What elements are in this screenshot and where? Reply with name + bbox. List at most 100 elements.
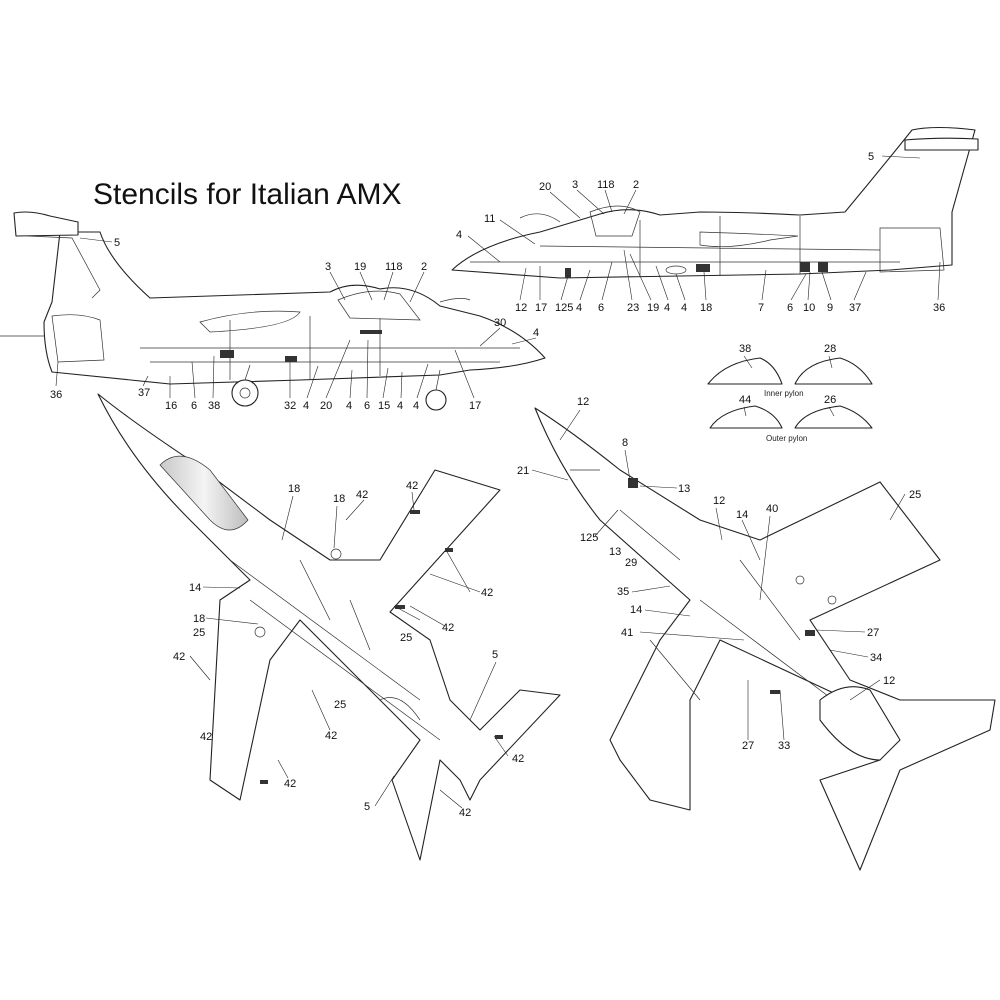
leader-line-68 bbox=[639, 485, 678, 489]
callout-leaders bbox=[55, 155, 941, 809]
leader-line-63 bbox=[439, 789, 463, 809]
callout-stbd-4b: 4 bbox=[576, 302, 582, 314]
callout-port-17: 17 bbox=[469, 400, 481, 412]
callout-stbd-18: 18 bbox=[700, 302, 712, 314]
callout-port-15: 15 bbox=[378, 400, 390, 412]
callout-port-4e: 4 bbox=[413, 400, 419, 412]
port-intake-blister bbox=[199, 310, 301, 333]
callout-port-16: 16 bbox=[165, 400, 177, 412]
starboard-stencil-block-a bbox=[565, 268, 571, 278]
leader-line-44 bbox=[743, 355, 753, 369]
leader-line-62 bbox=[493, 735, 509, 757]
callout-port-30: 30 bbox=[494, 317, 506, 329]
callout-top-5a: 5 bbox=[492, 649, 498, 661]
callout-bottom-125: 125 bbox=[580, 532, 598, 544]
callout-top-25a: 25 bbox=[193, 627, 205, 639]
leader-line-13 bbox=[306, 365, 319, 399]
callout-bottom-41: 41 bbox=[621, 627, 633, 639]
top-view bbox=[97, 393, 561, 861]
leader-line-19 bbox=[416, 363, 429, 399]
top-stencil-d bbox=[260, 780, 268, 784]
top-stencil-c bbox=[395, 605, 405, 609]
port-fin-tip bbox=[13, 211, 79, 237]
leader-line-43 bbox=[937, 261, 941, 301]
leader-line-59 bbox=[311, 689, 331, 731]
outer-pylon-caption: Outer pylon bbox=[766, 434, 807, 443]
leader-line-47 bbox=[828, 406, 835, 417]
bottom-airframe bbox=[534, 407, 996, 871]
leader-line-57 bbox=[409, 605, 446, 627]
callout-stbd-20: 20 bbox=[539, 181, 551, 193]
starboard-intake-blister bbox=[699, 231, 799, 248]
bottom-engine-bay bbox=[819, 686, 901, 761]
leader-line-40 bbox=[807, 271, 811, 301]
callout-stbd-23: 23 bbox=[627, 302, 639, 314]
leader-line-79 bbox=[849, 679, 881, 701]
leader-line-45 bbox=[828, 355, 833, 369]
callout-port-118: 118 bbox=[385, 261, 403, 273]
leader-line-37 bbox=[703, 271, 707, 301]
port-stencil-block-b bbox=[285, 356, 297, 362]
leader-line-1 bbox=[329, 271, 346, 301]
starboard-panel-lines bbox=[470, 216, 900, 276]
inner-pylon-caption: Inner pylon bbox=[764, 389, 804, 398]
leader-line-52 bbox=[202, 586, 241, 589]
leader-line-8 bbox=[142, 375, 149, 387]
bottom-stencil-a bbox=[628, 478, 638, 488]
callout-bottom-27a: 27 bbox=[867, 627, 879, 639]
leader-line-31 bbox=[579, 269, 591, 301]
callout-top-5b: 5 bbox=[364, 801, 370, 813]
callout-stbd-10: 10 bbox=[803, 302, 815, 314]
callout-port-36: 36 bbox=[50, 389, 62, 401]
top-round-marking-b bbox=[254, 626, 266, 638]
inner-pylon-left bbox=[707, 357, 783, 385]
port-exhaust bbox=[51, 314, 105, 363]
callout-stbd-6b: 6 bbox=[787, 302, 793, 314]
port-gear-legs bbox=[244, 364, 441, 391]
callout-port-19: 19 bbox=[354, 261, 366, 273]
leader-line-60 bbox=[277, 759, 289, 779]
leader-line-77 bbox=[815, 629, 866, 633]
callout-top-18a: 18 bbox=[288, 483, 300, 495]
inner-pylon-right bbox=[794, 357, 873, 385]
port-side-view bbox=[0, 211, 546, 411]
callout-top-42a: 42 bbox=[356, 489, 368, 501]
outer-pylon-right bbox=[794, 405, 873, 429]
callout-bottom-29: 29 bbox=[625, 557, 637, 569]
top-canopy bbox=[159, 455, 249, 531]
leader-line-21 bbox=[881, 155, 921, 159]
leader-line-66 bbox=[624, 449, 631, 481]
leader-line-5 bbox=[479, 327, 501, 347]
leader-line-16 bbox=[366, 339, 369, 399]
starboard-stencil-block-d bbox=[818, 262, 828, 272]
bottom-stencil-c bbox=[770, 690, 780, 694]
starboard-fuselage bbox=[451, 126, 976, 279]
bottom-view bbox=[534, 407, 996, 871]
callout-top-42f: 42 bbox=[325, 730, 337, 742]
leader-line-81 bbox=[779, 689, 785, 741]
leader-line-22 bbox=[549, 191, 581, 219]
callout-top-18c: 18 bbox=[193, 613, 205, 625]
callout-top-42b: 42 bbox=[406, 480, 418, 492]
callout-top-42i: 42 bbox=[459, 807, 471, 819]
top-panel-lines bbox=[229, 559, 441, 741]
callout-port-4d: 4 bbox=[397, 400, 403, 412]
callout-top-42g: 42 bbox=[284, 778, 296, 790]
callout-pylon-26: 26 bbox=[824, 394, 836, 406]
callouts-top: 18 18 42 42 14 42 18 25 25 42 42 42 25 4… bbox=[173, 480, 524, 819]
starboard-refuel-probe bbox=[519, 213, 561, 223]
callout-top-42h: 42 bbox=[512, 753, 524, 765]
callout-port-4a: 4 bbox=[533, 327, 539, 339]
leader-line-46 bbox=[743, 406, 747, 417]
callout-top-14: 14 bbox=[189, 582, 201, 594]
top-round-marking-a bbox=[330, 548, 342, 560]
starboard-stencil-block-b bbox=[696, 264, 710, 272]
leader-line-25 bbox=[623, 189, 637, 215]
port-refuel-probe bbox=[439, 298, 471, 303]
callouts-starboard: 5 20 3 118 2 11 4 12 17 125 4 6 23 19 4 … bbox=[456, 151, 945, 314]
callout-bottom-40: 40 bbox=[766, 503, 778, 515]
callout-port-20: 20 bbox=[320, 400, 332, 412]
port-nose-wheel bbox=[425, 389, 447, 411]
callout-top-18b: 18 bbox=[333, 493, 345, 505]
bottom-panel-lines bbox=[570, 469, 861, 721]
